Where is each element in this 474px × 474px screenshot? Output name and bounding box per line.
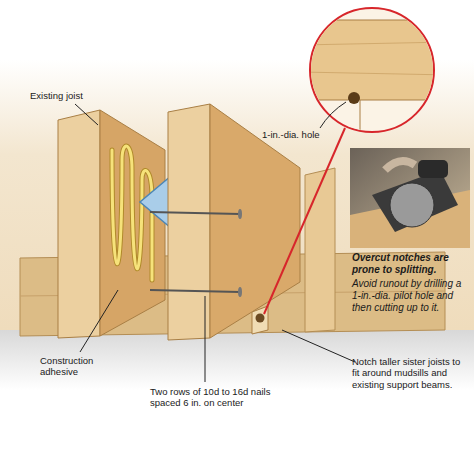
detail-board — [300, 20, 450, 140]
leader-lines — [75, 104, 355, 382]
construction-adhesive-bead — [112, 146, 152, 280]
photo-caption-heading: Overcut notches are prone to splitting. — [352, 252, 470, 276]
sister-joist-end — [168, 104, 210, 340]
part-label: 1-in.-dia. hole — [262, 129, 336, 140]
nail-heads — [238, 209, 242, 297]
adhesive-outline — [112, 146, 152, 280]
nails — [150, 212, 240, 292]
callout-leader — [264, 128, 345, 314]
photo-caption-body: Avoid runout by drilling a 1-in.-dia. pi… — [352, 278, 470, 314]
existing-joist-end — [58, 110, 100, 338]
concrete-foundation — [0, 330, 474, 390]
existing-joist-face — [100, 110, 165, 336]
pilot-hole — [256, 314, 265, 323]
part-label: Existing joist — [30, 90, 110, 101]
note-label: Two rows of 10d to 16d nails spaced 6 in… — [150, 386, 285, 409]
saw-photo — [350, 148, 470, 248]
part-label: Construction adhesive — [40, 355, 122, 378]
hole-leader — [320, 102, 346, 128]
note-label: Notch taller sister joists to fit around… — [352, 356, 470, 390]
background-joist — [305, 168, 335, 332]
